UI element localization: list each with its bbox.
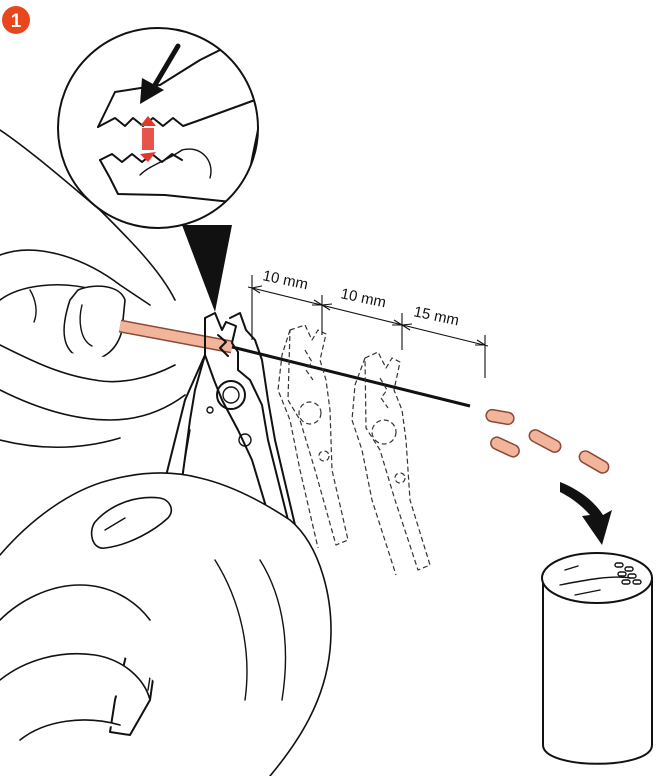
curved-arrow-icon <box>560 482 612 545</box>
step-number-badge: 1 <box>2 6 30 34</box>
zoom-detail <box>58 28 264 228</box>
dimension-label-2: 10 mm <box>339 285 387 311</box>
cut-insulation-pieces <box>485 409 611 476</box>
lower-hand <box>0 473 331 776</box>
ghost-pliers-1 <box>278 325 348 548</box>
wire-insulation <box>120 326 232 347</box>
step-number: 1 <box>11 11 22 32</box>
waste-container <box>542 553 652 764</box>
zoom-callout-pointer <box>182 225 232 312</box>
cut-zone <box>142 128 154 150</box>
dimension-label-3: 15 mm <box>412 303 460 329</box>
dimension-label-1: 10 mm <box>261 267 309 293</box>
